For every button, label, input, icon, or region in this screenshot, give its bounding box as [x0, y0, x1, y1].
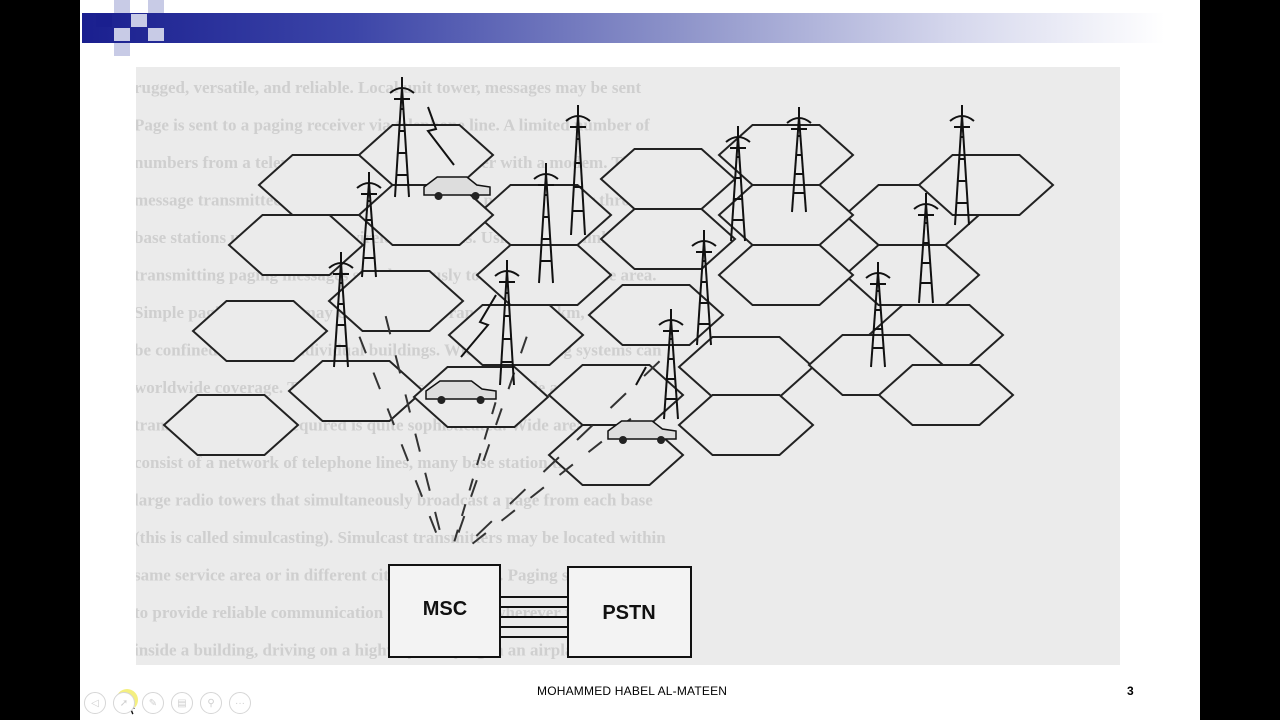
decor-square	[114, 28, 130, 41]
signal-ray	[457, 515, 466, 533]
vehicles	[423, 176, 677, 444]
cell-hexagon	[227, 214, 365, 276]
scan-text-line: consist of a network of telephone lines,…	[136, 453, 646, 472]
signal-ray	[434, 511, 441, 531]
msc-label: MSC	[423, 598, 467, 620]
signal-ray	[428, 515, 438, 534]
signal-ray	[372, 372, 381, 390]
decor-square	[131, 14, 147, 27]
signal-ray	[587, 440, 603, 453]
scan-text-line: large radio towers that simultaneously b…	[136, 491, 653, 510]
decor-square	[114, 0, 130, 13]
signal-ray	[414, 433, 421, 452]
decor-square	[148, 0, 164, 13]
signal-ray	[400, 443, 409, 462]
cell-hexagon	[677, 336, 815, 398]
signal-ray	[491, 401, 497, 415]
towers	[328, 77, 975, 420]
decor-square	[96, 14, 112, 27]
signal-ray	[542, 456, 560, 473]
signal-ray	[424, 472, 431, 492]
tower-icon	[533, 163, 559, 284]
msc-pstn-link	[500, 596, 568, 638]
zoom-icon[interactable]: ⚲	[200, 692, 222, 714]
page-number: 3	[1127, 684, 1134, 698]
signal-ray	[384, 315, 392, 335]
scan-text-line: (this is called simulcasting). Simulcast…	[136, 528, 666, 547]
signal-ray	[386, 408, 395, 426]
cell-hexagon	[357, 184, 495, 246]
signal-ray	[482, 443, 491, 462]
slides-icon[interactable]: ▤	[171, 692, 193, 714]
msc-box: MSC	[388, 564, 501, 658]
decor-square	[114, 43, 130, 56]
slide-nav-toolbar: ◁ ➚ ✎ ▤ ⚲ ···	[84, 692, 251, 716]
signal-ray	[609, 392, 627, 409]
signal-ray	[483, 427, 489, 440]
tower-icon	[389, 77, 415, 198]
signal-ray	[414, 479, 424, 498]
pointer-icon[interactable]: ➚	[113, 692, 135, 714]
tower-icon	[328, 252, 354, 368]
cell-hexagon	[287, 360, 425, 422]
signal-ray	[558, 463, 574, 476]
tower-icon	[565, 105, 591, 236]
car-icon	[607, 420, 677, 444]
pstn-label: PSTN	[602, 602, 655, 624]
signal-ray	[453, 529, 459, 542]
cell-hexagon	[447, 304, 585, 366]
car-icon	[423, 176, 491, 200]
tower-icon	[865, 262, 891, 368]
cell-hexagon	[191, 300, 329, 362]
signal-ray	[495, 408, 503, 426]
tower-icon	[356, 172, 382, 278]
signal-ray	[475, 520, 493, 537]
decor-square	[148, 28, 164, 41]
signal-ray	[509, 488, 527, 505]
signal-ray	[358, 336, 367, 354]
signal-ray	[404, 394, 411, 413]
tower-icon	[949, 105, 975, 226]
cell-hexagon	[717, 244, 855, 306]
signal-ray	[500, 509, 516, 522]
footer-author: MOHAMMED HABEL AL-MATEEN	[537, 684, 728, 698]
cell-hexagon	[587, 284, 725, 346]
signal-ray	[460, 503, 467, 517]
signal-ray	[476, 452, 482, 466]
signal-ray	[468, 478, 474, 491]
cell-hexagon	[877, 364, 1015, 426]
car-icon	[425, 380, 497, 404]
tower-icon	[725, 126, 751, 242]
signal-bolt-icon	[426, 106, 455, 166]
signal-ray	[470, 479, 478, 498]
signal-bolt-icon	[635, 366, 647, 386]
signal-ray	[471, 532, 487, 545]
tower-icon	[658, 309, 684, 420]
cell-hexagon	[547, 424, 685, 486]
signal-ray	[394, 355, 402, 374]
cell-hexagon	[677, 394, 815, 456]
cell-hexagon	[843, 244, 981, 306]
signal-bolt-icon	[460, 294, 497, 358]
cell-hexagon	[162, 394, 300, 456]
cell-hexagon	[917, 154, 1055, 216]
pstn-box: PSTN	[567, 566, 692, 658]
scan-text-line: rugged, versatile, and reliable. Local u…	[136, 78, 641, 97]
back-icon[interactable]: ◁	[84, 692, 106, 714]
tower-icon	[786, 107, 812, 213]
tower-icon	[913, 193, 939, 304]
cell-hexagon	[717, 184, 855, 246]
paging-system-diagram: rugged, versatile, and reliable. Local u…	[136, 67, 1120, 665]
signal-ray	[520, 336, 528, 354]
title-bar	[82, 13, 1165, 43]
pen-icon[interactable]: ✎	[142, 692, 164, 714]
more-icon[interactable]: ···	[229, 692, 251, 714]
tower-icon	[691, 230, 717, 346]
tower-icon	[494, 260, 520, 386]
cell-hexagon	[599, 208, 737, 270]
signal-ray	[643, 360, 661, 377]
signal-ray	[576, 424, 594, 441]
signal-ray	[529, 486, 545, 499]
